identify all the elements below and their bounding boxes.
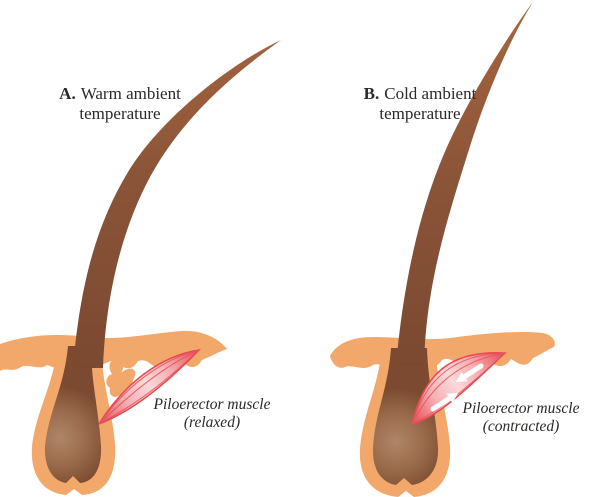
skin-band-b [330, 331, 555, 368]
panel-a-text1: Warm ambient [80, 84, 181, 103]
muscle-striation [411, 352, 506, 425]
muscle-striation [98, 349, 200, 425]
panel-b-title-line1: B.Cold ambient [330, 84, 510, 104]
panel-b-text1: Cold ambient [384, 84, 477, 103]
panel-a-illustration [0, 40, 281, 495]
panel-a-title: A.Warm ambient temperature [30, 84, 210, 124]
hair-shaft-b [396, 2, 533, 366]
muscle-label-b-line2: (contracted) [482, 418, 560, 435]
muscle-striation [98, 349, 200, 425]
panel-a-text2: temperature [79, 104, 161, 123]
piloerector-muscle-relaxed [97, 348, 202, 426]
contraction-arrow-lower [430, 393, 458, 412]
muscle-striation [411, 352, 506, 425]
muscle-label-a-line1: Piloerector muscle [153, 396, 271, 413]
hair-root-b [372, 348, 439, 485]
muscle-label-a-line2: (relaxed) [183, 414, 241, 431]
muscle-label-contracted: Piloerector muscle (contracted) [452, 400, 590, 436]
contraction-arrows [430, 363, 484, 412]
hair-root-a [44, 346, 102, 483]
hair-shaft-a [73, 40, 281, 368]
panel-a-letter: A. [59, 84, 76, 103]
piloerector-muscle-contracted [410, 352, 507, 426]
panel-b-illustration [330, 2, 555, 497]
panel-b-title: B.Cold ambient temperature [330, 84, 510, 124]
panel-b-letter: B. [363, 84, 380, 103]
contraction-arrow-upper [456, 363, 484, 382]
muscle-label-b-line1: Piloerector muscle [462, 400, 580, 417]
muscle-striation [411, 352, 506, 425]
panel-a-title-line1: A.Warm ambient [30, 84, 210, 104]
muscle-label-relaxed: Piloerector muscle (relaxed) [146, 396, 278, 432]
muscle-striation [98, 349, 200, 425]
panel-b-text2: temperature [379, 104, 461, 123]
